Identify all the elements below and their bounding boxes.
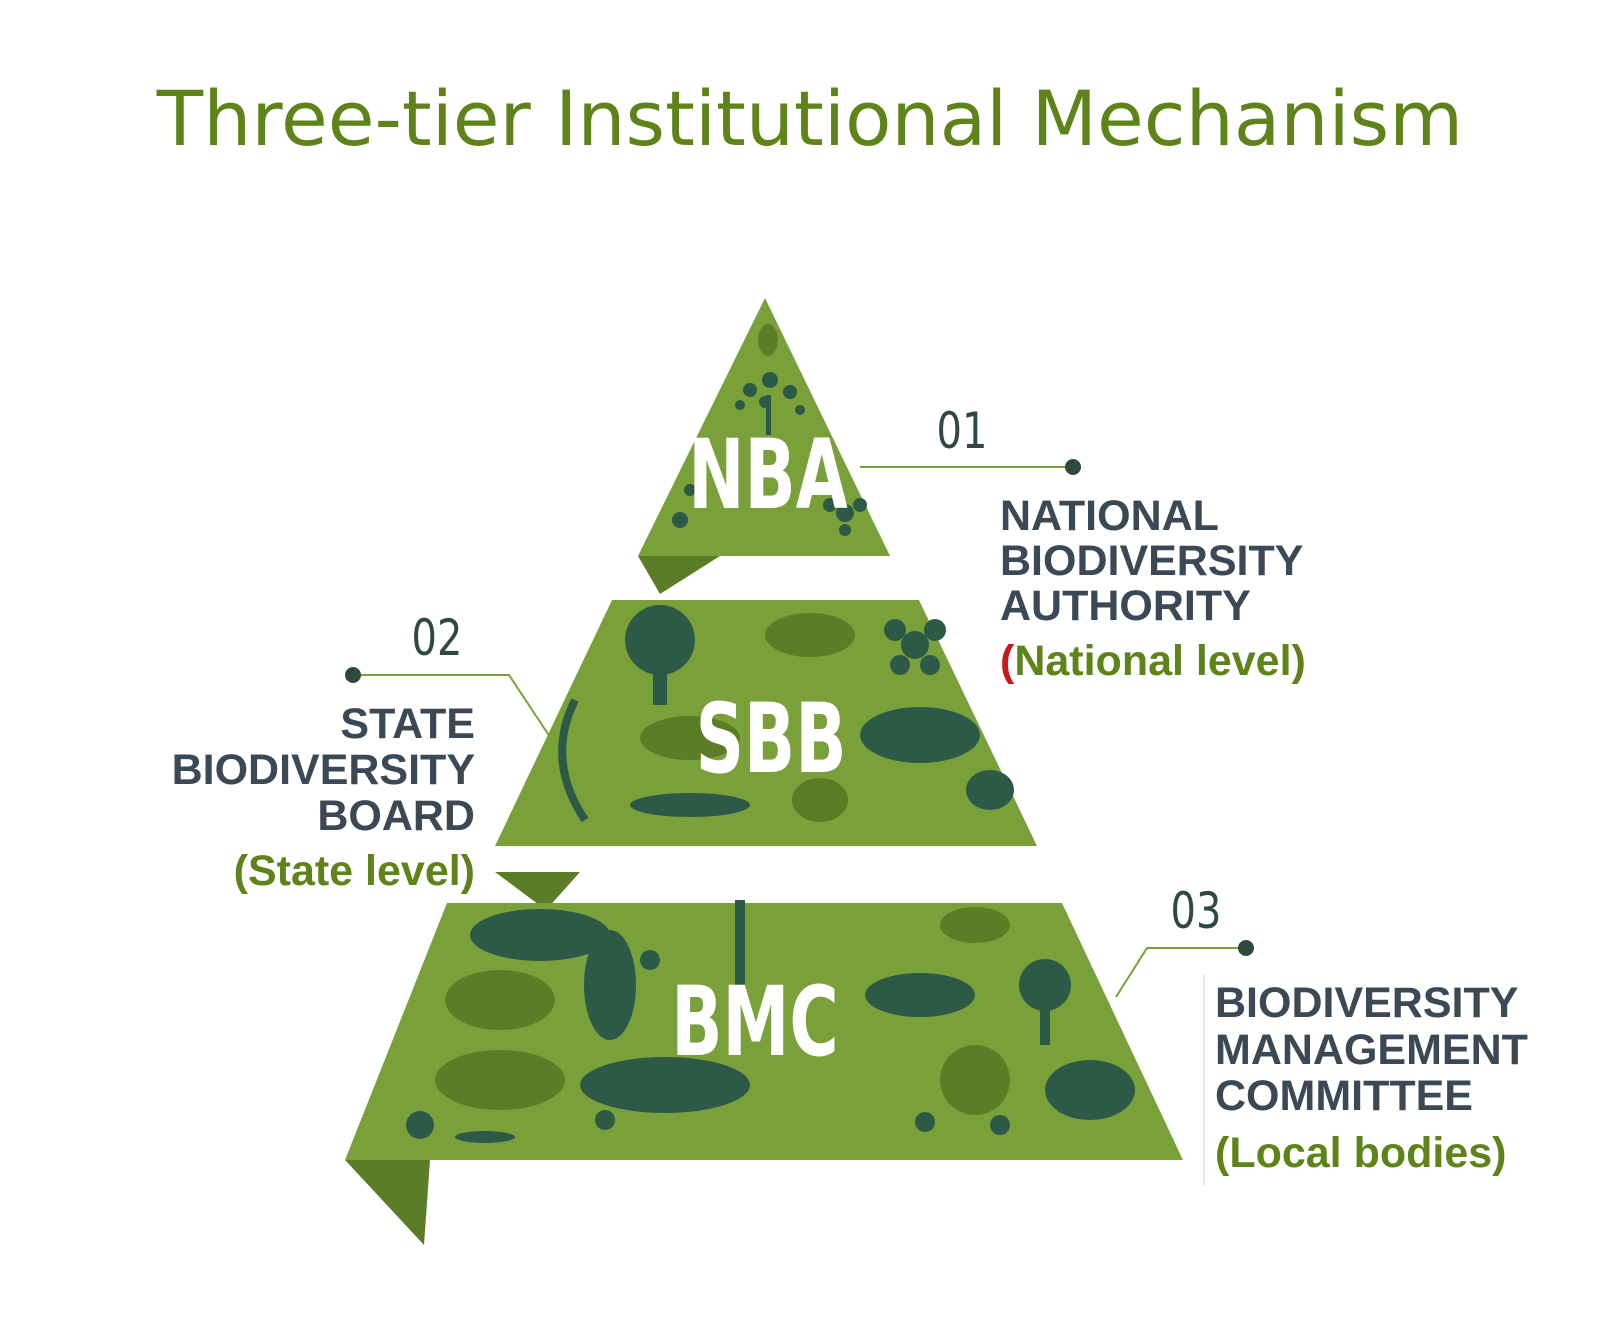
tier-name-line: BOARD [317,792,475,840]
tier-name-line: BIODIVERSITY [172,746,475,794]
ribbon-fold [495,872,580,910]
connector-line [1115,947,1246,998]
ribbon-fold [638,556,720,594]
wildlife-silhouettes [558,605,1014,823]
connector-dot [1238,940,1254,956]
connector-line [353,674,551,738]
paren-open: ( [1000,637,1015,685]
diagram-title: Three-tier Institutional Mechanism [156,74,1463,163]
tier-name-line: STATE [340,700,475,748]
tier-sbb: SBB [495,600,1037,910]
tier-name-line: COMMITTEE [1215,1072,1473,1120]
tier-abbr: SBB [696,683,847,795]
svg-text:(National level): (National level) [1000,637,1306,685]
tier-abbr: BMC [671,966,838,1078]
wildlife-silhouettes [406,900,1135,1143]
tier-abbr: NBA [688,419,847,531]
tier-name-line: AUTHORITY [1000,582,1251,630]
tier-level: (Local bodies) [1215,1129,1506,1177]
tier-name-line: NATIONAL [1000,492,1219,540]
wildlife-silhouettes [672,372,867,536]
tier-level: (State level) [234,847,475,895]
tier-level: National level) [1014,637,1306,685]
callout-nba: 01 NATIONAL BIODIVERSITY AUTHORITY (Nati… [860,402,1306,685]
tier-name-line: BIODIVERSITY [1000,537,1303,585]
callout-bmc: 03 BIODIVERSITY MANAGEMENT COMMITTEE (Lo… [1115,882,1528,1185]
connector-dot [345,667,361,683]
tier-number: 02 [412,609,463,668]
tier-shape [638,298,890,556]
callout-sbb: 02 STATE BIODIVERSITY BOARD (State level… [172,609,551,895]
tier-name-line: MANAGEMENT [1215,1026,1528,1074]
tier-number: 03 [1171,882,1222,941]
tier-nba: NBA [638,298,890,594]
connector-dot [1065,459,1081,475]
tier-number: 01 [937,402,988,461]
ribbon-fold [345,1160,430,1245]
tier-name-line: BIODIVERSITY [1215,979,1518,1027]
tier-bmc: BMC [345,900,1183,1245]
